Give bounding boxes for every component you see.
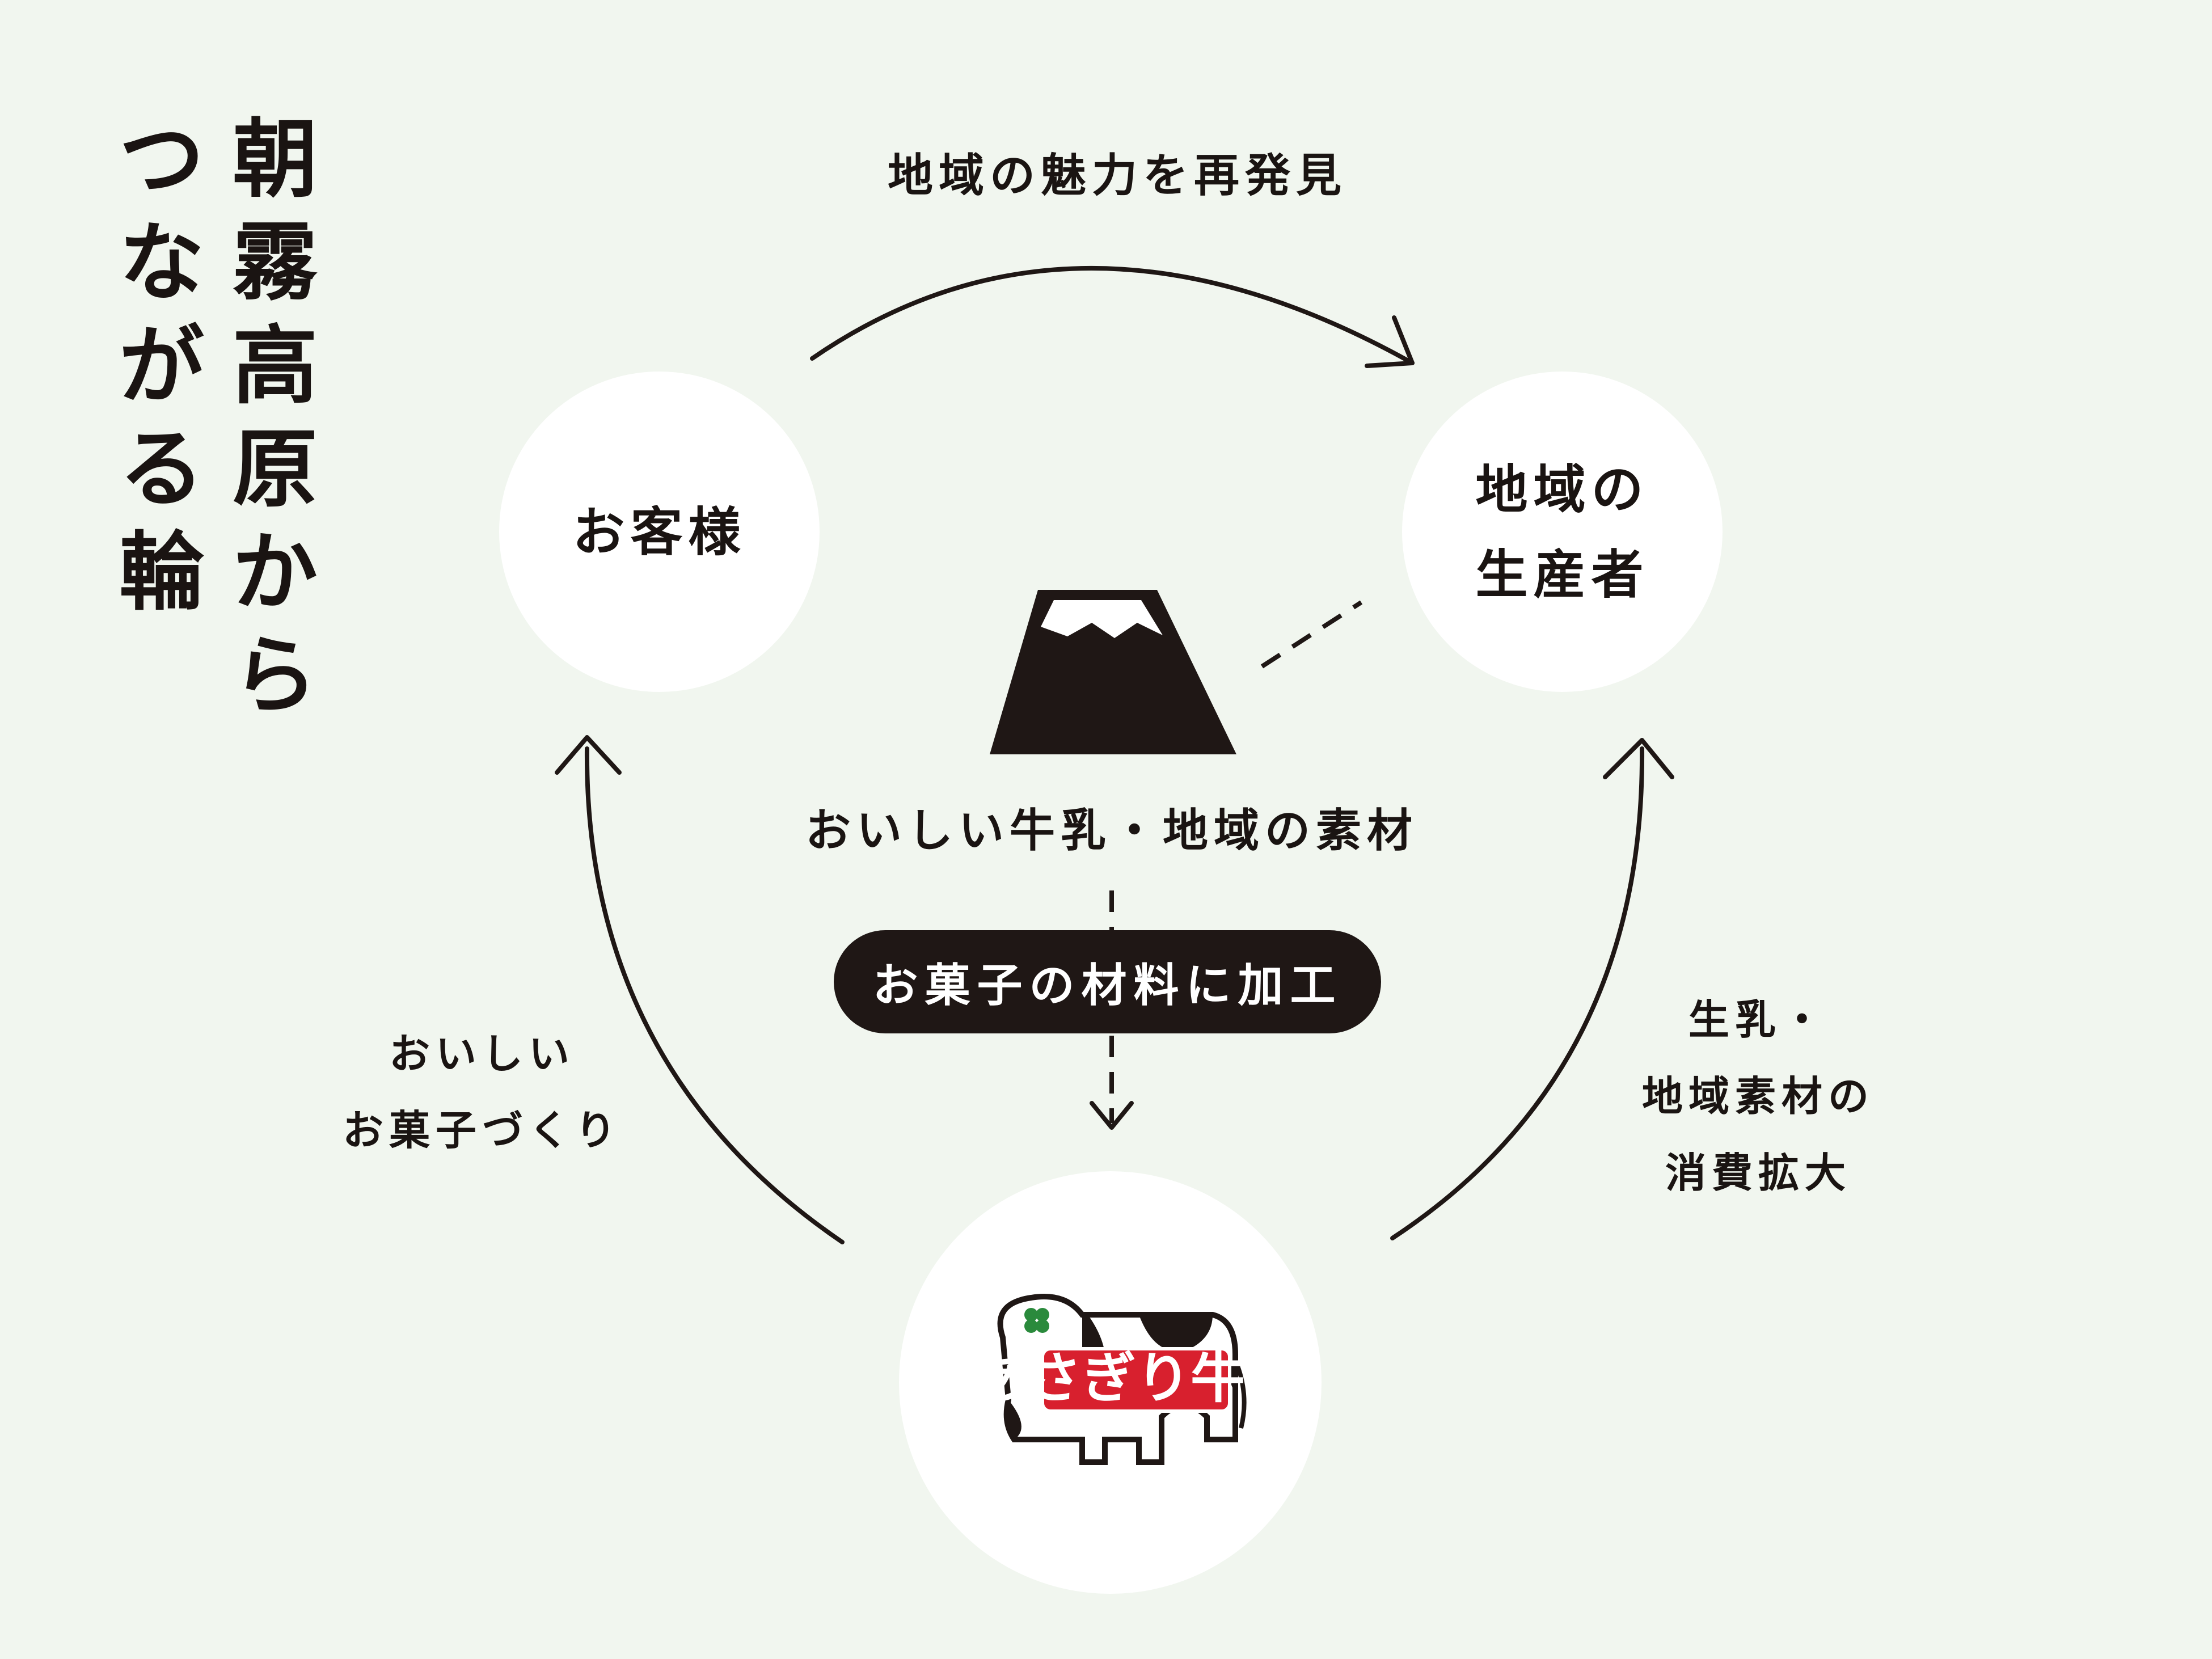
mount-fuji-icon bbox=[990, 590, 1236, 754]
edge-right-label: 生乳・ 地域素材の 消費拡大 bbox=[1588, 981, 1928, 1211]
node-customer-label: お客様 bbox=[572, 501, 746, 563]
clover-icon bbox=[1024, 1307, 1049, 1333]
edge-right-line-3: 消費拡大 bbox=[1665, 1149, 1851, 1197]
arrow-top bbox=[810, 266, 1415, 365]
edge-center-label: おいしい牛乳・地域の素材 bbox=[805, 804, 1418, 857]
edge-top-label: 地域の魅力を再発見 bbox=[888, 149, 1347, 202]
title-line-2: つながる輪 bbox=[119, 109, 204, 622]
title-line-1: 朝霧高原から bbox=[232, 109, 318, 725]
edge-left-line-1: おいしい bbox=[389, 1029, 575, 1078]
edge-right-line-1: 生乳・ bbox=[1688, 995, 1828, 1044]
brand-logo: あさぎり牛乳 bbox=[973, 1293, 1252, 1465]
process-pill: お菓子の材料に加工 bbox=[834, 930, 1381, 1033]
arrow-right-head bbox=[1603, 738, 1674, 779]
brand-logo-text: あさぎり牛乳 bbox=[973, 1346, 1252, 1410]
node-producer-label: 地域の 生産者 bbox=[1475, 458, 1649, 605]
arrow-right bbox=[1390, 746, 1645, 1240]
node-customer: お客様 bbox=[499, 372, 820, 692]
process-pill-label: お菓子の材料に加工 bbox=[872, 959, 1343, 1012]
node-brand: あさぎり牛乳 bbox=[899, 1171, 1322, 1594]
arrow-left bbox=[584, 746, 845, 1244]
arrow-top-head bbox=[1365, 315, 1415, 368]
dashed-connector-producer bbox=[1260, 600, 1363, 669]
edge-left-label: おいしい お菓子づくり bbox=[318, 1015, 647, 1168]
edge-right-line-2: 地域素材の bbox=[1641, 1072, 1875, 1120]
dashed-arrow-head bbox=[1090, 1101, 1134, 1130]
arrow-left-head bbox=[555, 735, 622, 775]
node-producer: 地域の 生産者 bbox=[1402, 372, 1723, 692]
edge-left-line-2: お菓子づくり bbox=[342, 1106, 622, 1154]
